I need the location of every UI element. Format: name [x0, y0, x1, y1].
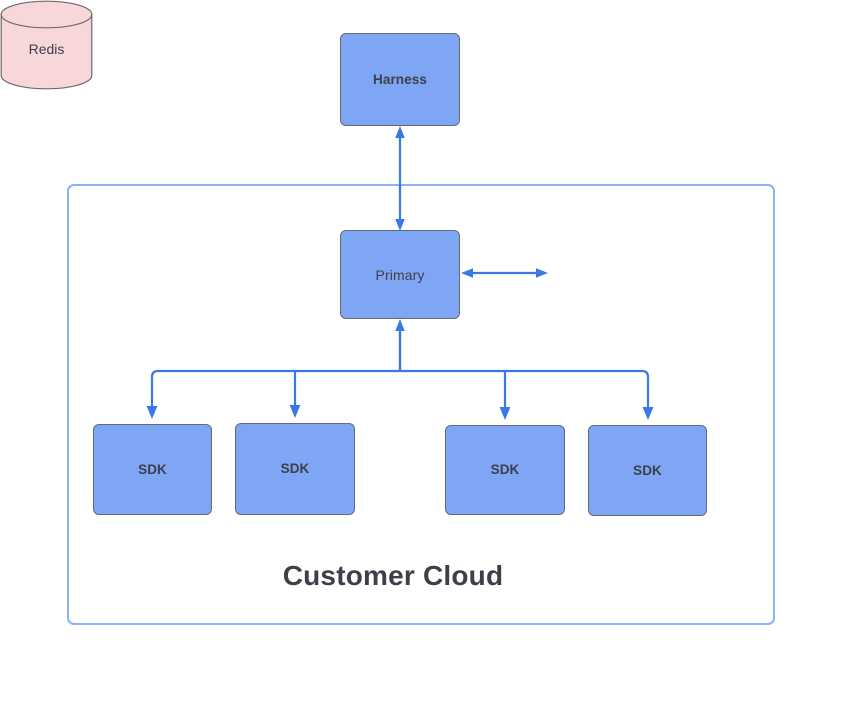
node-sdk-4-label: SDK: [633, 462, 662, 478]
node-sdk-1[interactable]: SDK: [93, 424, 212, 515]
customer-cloud-boundary: [67, 184, 775, 625]
node-primary[interactable]: Primary: [340, 230, 460, 319]
node-sdk-2-label: SDK: [280, 461, 310, 477]
node-sdk-3[interactable]: SDK: [445, 425, 565, 515]
node-harness-label: Harness: [373, 71, 427, 87]
node-sdk-3-label: SDK: [490, 462, 520, 478]
database-cylinder-icon: [0, 0, 93, 90]
customer-cloud-title: Customer Cloud: [282, 560, 504, 591]
node-sdk-1-label: SDK: [138, 461, 167, 477]
node-sdk-2[interactable]: SDK: [235, 423, 355, 515]
node-harness[interactable]: Harness: [340, 33, 460, 126]
node-primary-label: Primary: [375, 266, 425, 283]
node-sdk-4[interactable]: SDK: [588, 425, 707, 516]
node-redis[interactable]: Redis: [0, 0, 93, 90]
